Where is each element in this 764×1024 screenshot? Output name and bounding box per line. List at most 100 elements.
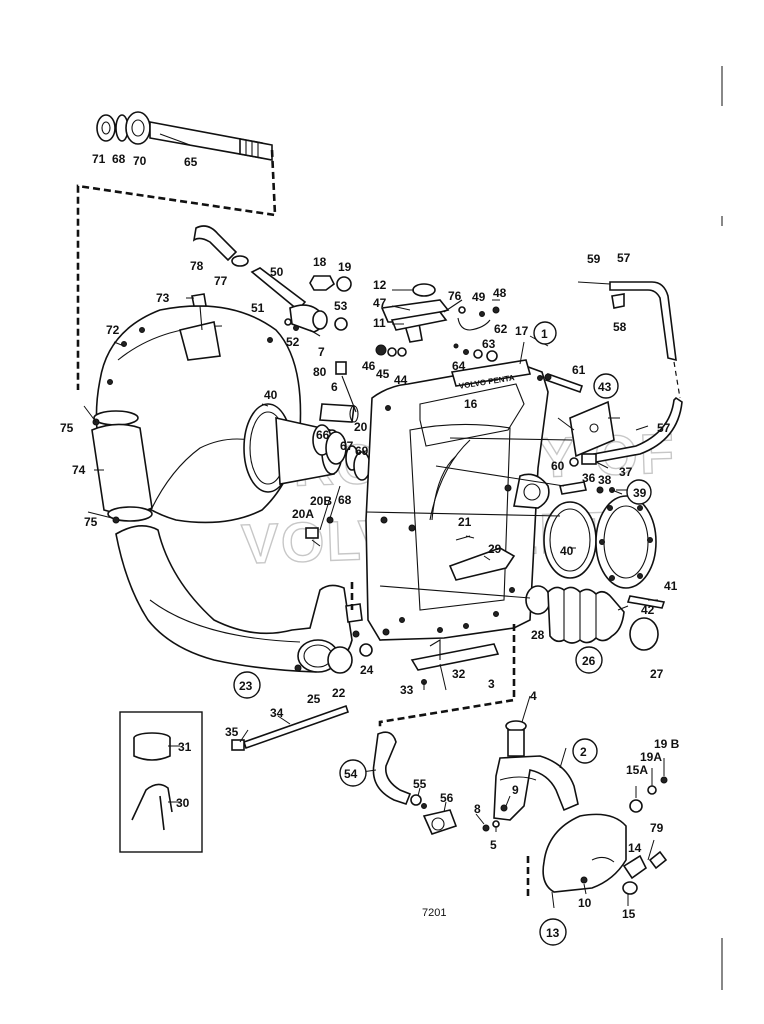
part-label: 30 bbox=[176, 796, 190, 810]
part-label: 29 bbox=[488, 542, 502, 556]
part-label: 50 bbox=[270, 265, 284, 279]
part-label: 20 bbox=[354, 420, 368, 434]
part-label: 47 bbox=[373, 296, 387, 310]
part-label: 57 bbox=[617, 251, 631, 265]
part-label: 7 bbox=[318, 345, 325, 359]
part-label: 31 bbox=[178, 740, 192, 754]
part-label: 68 bbox=[112, 152, 126, 166]
part-label: 12 bbox=[373, 278, 387, 292]
assembly-guide-line bbox=[76, 149, 277, 390]
part-label: 20B bbox=[310, 494, 332, 508]
part-label: 39 bbox=[633, 486, 647, 500]
part-label: 5 bbox=[490, 838, 497, 852]
part-label: 80 bbox=[313, 365, 327, 379]
part-label: 18 bbox=[313, 255, 327, 269]
callout-circle bbox=[339, 759, 367, 787]
part-label: 55 bbox=[413, 777, 427, 791]
shift-lever bbox=[250, 267, 307, 312]
part-label: 53 bbox=[334, 299, 348, 313]
part-label: 58 bbox=[613, 320, 627, 334]
part-label: 4 bbox=[530, 689, 537, 703]
part-label: 11 bbox=[373, 316, 386, 330]
part-label: 40 bbox=[264, 388, 278, 402]
inset-box bbox=[119, 711, 203, 853]
part-label: 1 bbox=[541, 327, 548, 341]
part-label: 20A bbox=[292, 507, 314, 521]
part-label: 42 bbox=[641, 603, 655, 617]
cover-plate bbox=[569, 400, 615, 458]
callout-circle bbox=[626, 479, 652, 505]
callout-circle bbox=[539, 918, 567, 946]
part-label: 17 bbox=[515, 324, 529, 338]
part-label: 46 bbox=[362, 359, 376, 373]
part-label: 15A bbox=[626, 763, 648, 777]
part-label: 33 bbox=[400, 683, 414, 697]
part-label: 49 bbox=[472, 290, 486, 304]
upper-gear-housing bbox=[493, 755, 579, 821]
part-label: 63 bbox=[482, 337, 496, 351]
part-label: 51 bbox=[251, 301, 265, 315]
part-label: 60 bbox=[551, 459, 565, 473]
part-label: 24 bbox=[360, 663, 374, 677]
part-label: 27 bbox=[650, 667, 664, 681]
part-label: 16 bbox=[464, 397, 478, 411]
part-label: 75 bbox=[84, 515, 98, 529]
part-label: 52 bbox=[286, 335, 300, 349]
hose-part bbox=[192, 225, 238, 262]
drive-shaft-assembly bbox=[96, 111, 273, 161]
part-label: 54 bbox=[344, 767, 358, 781]
callout-circle bbox=[575, 646, 603, 674]
part-label: 66 bbox=[316, 428, 330, 442]
part-label: 34 bbox=[270, 706, 284, 720]
lower-gear-housing bbox=[542, 813, 627, 893]
part-label: 8 bbox=[474, 802, 481, 816]
part-label: 68 bbox=[338, 493, 352, 507]
part-label: 36 bbox=[582, 471, 596, 485]
part-label: 22 bbox=[332, 686, 346, 700]
callout-circle bbox=[593, 373, 619, 399]
part-label: 35 bbox=[225, 725, 239, 739]
part-label: 28 bbox=[531, 628, 545, 642]
callout-circle bbox=[233, 671, 261, 699]
part-label: 6 bbox=[331, 380, 338, 394]
figure-code: 7201 bbox=[422, 907, 446, 919]
part-label: 19 bbox=[338, 260, 352, 274]
part-label: 77 bbox=[214, 274, 228, 288]
control-cable bbox=[609, 281, 677, 362]
part-label: 75 bbox=[60, 421, 74, 435]
callout-circle bbox=[572, 738, 598, 764]
part-label: 3 bbox=[488, 677, 495, 691]
part-label: 21 bbox=[458, 515, 472, 529]
part-label: 64 bbox=[452, 359, 466, 373]
part-label: 43 bbox=[598, 380, 612, 394]
part-label: 71 bbox=[92, 152, 106, 166]
part-label: 72 bbox=[106, 323, 120, 337]
exhaust-pipe bbox=[115, 525, 353, 673]
part-label: 37 bbox=[619, 465, 633, 479]
part-label: 74 bbox=[72, 463, 86, 477]
water-hose bbox=[372, 731, 412, 805]
part-label: 9 bbox=[512, 783, 519, 797]
part-label: 19A bbox=[640, 750, 662, 764]
part-label: 59 bbox=[587, 252, 601, 266]
part-label: 38 bbox=[598, 473, 612, 487]
tilt-shaft bbox=[242, 704, 350, 750]
part-label: 13 bbox=[546, 926, 560, 940]
part-label: 73 bbox=[156, 291, 170, 305]
part-label: 19 B bbox=[654, 737, 680, 751]
part-label: 14 bbox=[628, 841, 642, 855]
part-label: 65 bbox=[184, 155, 198, 169]
gimbal-ring bbox=[595, 495, 657, 589]
part-label: 10 bbox=[578, 896, 592, 910]
part-label: 79 bbox=[650, 821, 664, 835]
part-label: 48 bbox=[493, 286, 507, 300]
part-label: 23 bbox=[239, 679, 253, 693]
part-label: 40 bbox=[560, 544, 574, 558]
rubber-bellows bbox=[547, 586, 625, 644]
part-label: 32 bbox=[452, 667, 466, 681]
part-label: 44 bbox=[394, 373, 408, 387]
part-label: 70 bbox=[133, 154, 147, 168]
part-label: 15 bbox=[622, 907, 636, 921]
part-label: 26 bbox=[582, 654, 596, 668]
